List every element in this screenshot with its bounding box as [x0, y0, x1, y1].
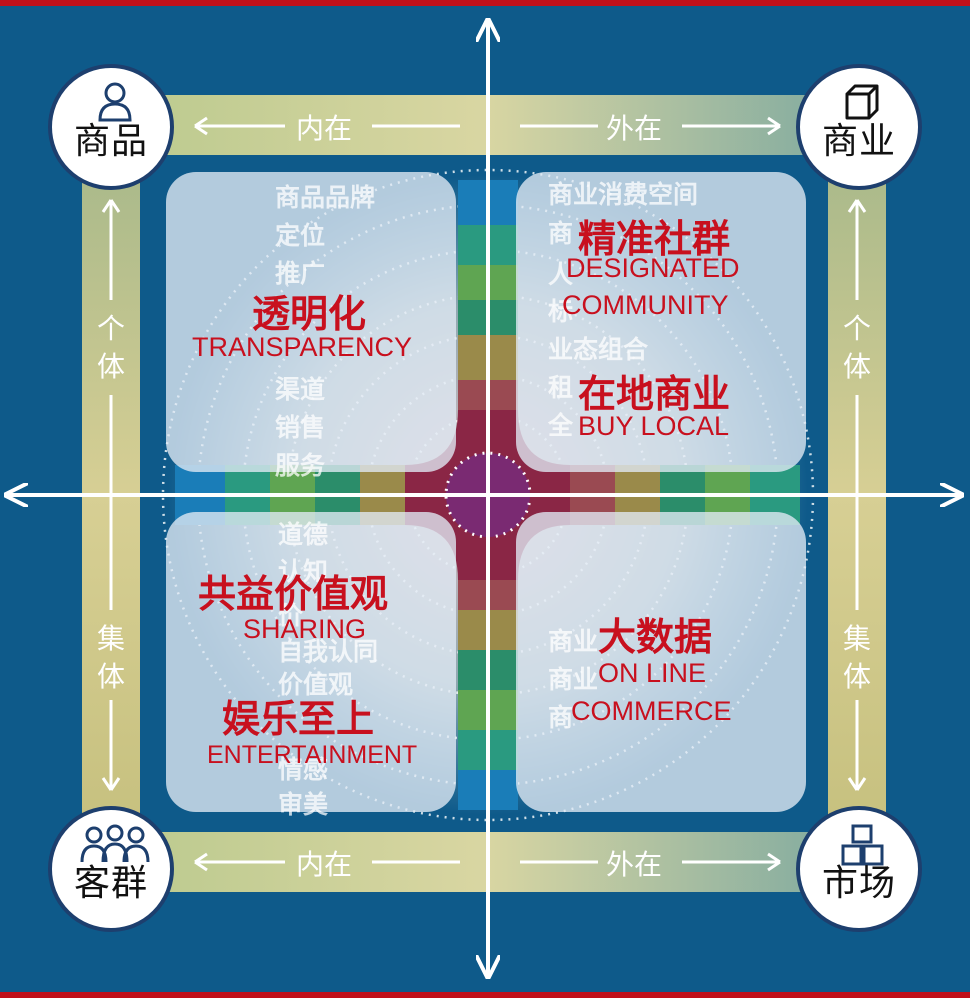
node-top-right: 商业 [796, 64, 922, 190]
tr-title2-en: BUY LOCAL [578, 411, 730, 441]
tr-bg-item: 租 [548, 373, 574, 402]
br-bg-item: 商 [548, 703, 574, 732]
node-top-left: 商品 [48, 64, 174, 190]
left-bottom-band-label: 集体 [96, 622, 125, 693]
tr-title2-cn: 在地商业 [578, 372, 731, 416]
tr-bg-item: 商业消费空间 [548, 180, 699, 209]
top-right-band-label: 外在 [606, 112, 663, 145]
tl-bg-item: 渠道 [275, 375, 326, 404]
bl-bg-item: 认知 [278, 557, 329, 586]
tr-bg-item: 商 [548, 219, 574, 248]
tl-bg-item: 推广 [275, 259, 326, 288]
bl-title2-en: ENTERTAINMENT [207, 741, 418, 769]
bl-title2-cn: 娱乐至上 [222, 697, 375, 741]
bl-bg-item: 价值观 [278, 670, 354, 699]
node-bottom-right: 市场 [796, 806, 922, 932]
br-bg-item: 商业 [548, 627, 599, 656]
tl-bg-item: 定位 [275, 221, 326, 250]
tl-bg-item: 商品品牌 [275, 183, 376, 212]
bottom-frame-line [0, 992, 970, 998]
top-frame-line [0, 0, 970, 6]
br-title-en-line1: ON LINE [598, 658, 707, 688]
tr-bg-item: 人 [548, 260, 574, 289]
tr-title1-en-line1: DESIGNATED [566, 253, 740, 283]
tr-title1-cn: 精准社群 [578, 217, 731, 261]
right-bottom-band-label: 集体 [842, 622, 871, 693]
bl-title1-cn: 共益价值观 [198, 572, 389, 616]
tr-bg-item: 全 [548, 411, 574, 440]
quadrant-bottom-right [516, 512, 806, 812]
bl-bg-item: 道德 [278, 520, 329, 549]
node-label: 商业 [821, 121, 896, 162]
quadrant-bottom-left [166, 512, 456, 812]
br-title-cn: 大数据 [598, 615, 713, 659]
bottom-left-band-label: 内在 [296, 848, 353, 881]
node-bottom-left: 客群 [48, 806, 174, 932]
tl-bg-item: 销售 [275, 413, 326, 442]
band-arrows [101, 116, 867, 872]
bottom-right-band-label: 外在 [606, 848, 663, 881]
node-label: 商品 [73, 121, 148, 162]
node-label: 市场 [821, 863, 896, 904]
bl-bg-item: 审美 [278, 790, 329, 819]
bl-bg-item: 价 [278, 601, 304, 630]
bl-title1-en: SHARING [243, 614, 367, 644]
br-title-en-line2: COMMERCE [571, 696, 732, 726]
stacked-boxes-icon [841, 824, 884, 866]
left-top-band-label: 个体 [96, 312, 125, 383]
right-top-band-label: 个体 [842, 312, 871, 383]
tl-title-cn: 透明化 [252, 292, 367, 336]
group-icon [80, 824, 150, 863]
tl-bg-item: 服务 [275, 451, 326, 480]
tr-title1-en-line2: COMMUNITY [562, 290, 729, 320]
tr-bg-item: 标 [548, 297, 574, 326]
node-label: 客群 [73, 863, 148, 904]
quadrant-top-right [516, 172, 806, 472]
tl-title-en: TRANSPARENCY [192, 332, 413, 362]
bl-bg-item: 自我认同 [278, 637, 379, 666]
top-left-band-label: 内在 [296, 112, 353, 145]
person-icon [98, 82, 132, 122]
quadrant-top-left [166, 172, 456, 472]
bl-bg-item: 情感 [278, 755, 329, 784]
tr-bg-item: 业态组合 [548, 335, 649, 364]
cube-icon [845, 84, 879, 120]
br-bg-item: 商业 [548, 665, 599, 694]
